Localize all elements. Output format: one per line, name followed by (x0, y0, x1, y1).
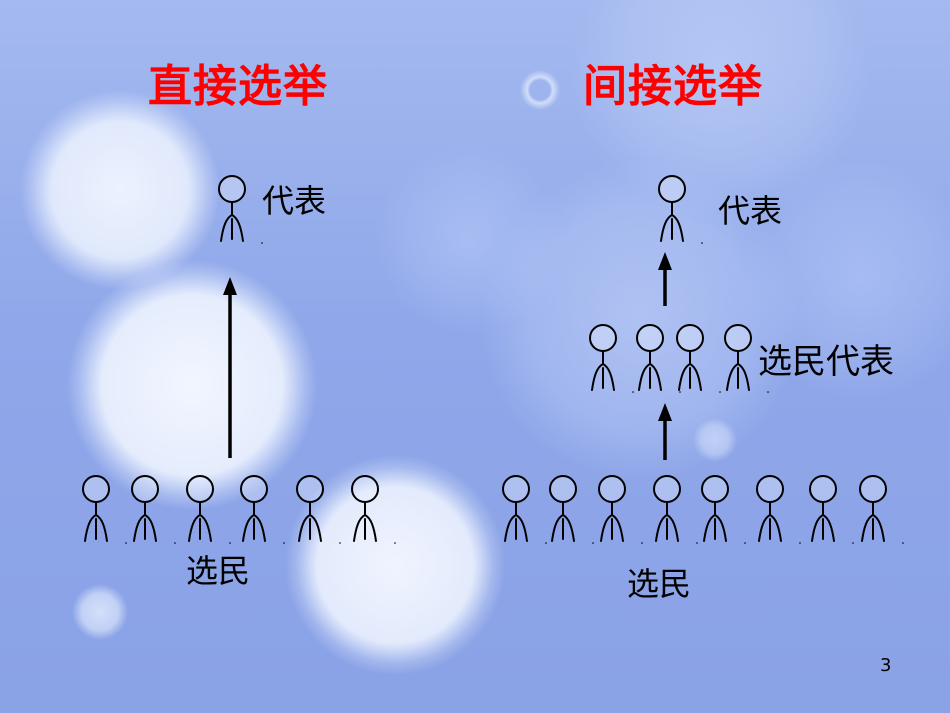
voter-representatives-label: 选民代表 (758, 342, 894, 382)
voter-person-icon (131, 475, 177, 545)
representative-person-icon (658, 175, 704, 245)
indirect-election-title: 间接选举 (583, 61, 763, 112)
voter-person-icon (240, 475, 286, 545)
voter-person-icon (701, 475, 747, 545)
voter-person-icon (351, 475, 397, 545)
voter-representative-person-icon (676, 324, 722, 394)
direct-arrow-icon (223, 277, 237, 458)
indirect-election-diagram (502, 175, 905, 545)
indirect-representative-label: 代表 (718, 192, 783, 230)
direct-election-diagram (82, 175, 397, 545)
voter-person-icon (82, 475, 128, 545)
voter-person-icon (502, 475, 548, 545)
voter-person-icon (186, 475, 232, 545)
voter-representative-person-icon (589, 324, 635, 394)
page-number: 3 (880, 655, 892, 676)
voter-representative-person-icon (636, 324, 682, 394)
representative-person-icon (218, 175, 264, 245)
voter-person-icon (296, 475, 342, 545)
indirect-upper-arrow-icon (658, 252, 672, 306)
indirect-voters-group (502, 475, 905, 545)
voter-person-icon (653, 475, 699, 545)
voter-person-icon (756, 475, 802, 545)
indirect-lower-arrow-icon (658, 403, 672, 460)
direct-representative-label: 代表 (262, 182, 327, 220)
voter-representatives-group (589, 324, 770, 394)
voter-person-icon (598, 475, 644, 545)
voter-person-icon (549, 475, 595, 545)
direct-voters-group (82, 475, 397, 545)
voter-person-icon (859, 475, 905, 545)
indirect-voters-label: 选民 (627, 565, 692, 603)
direct-election-title: 直接选举 (148, 61, 328, 112)
direct-voters-label: 选民 (186, 552, 251, 590)
voter-person-icon (809, 475, 855, 545)
